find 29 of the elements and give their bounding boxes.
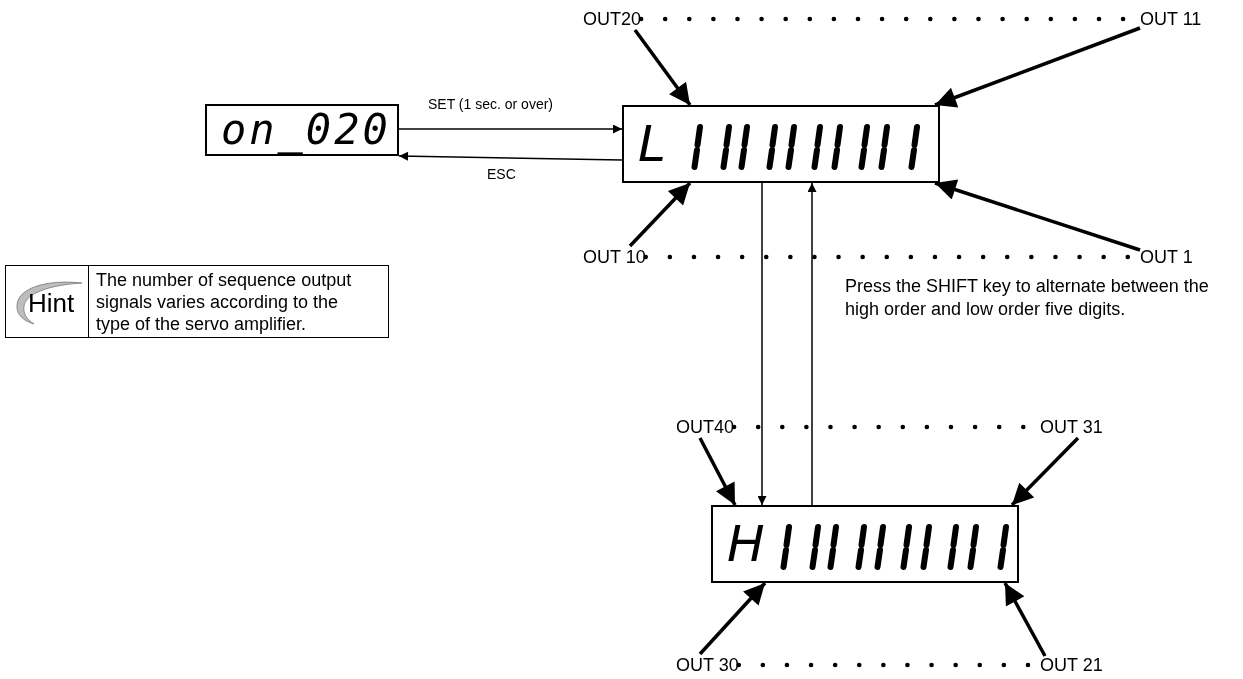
signal-label: OUT 1 — [1140, 246, 1193, 268]
leader-arrow — [698, 437, 737, 506]
signal-label: OUT20 — [583, 8, 642, 30]
signal-label: OUT 30 — [676, 654, 739, 676]
leader-arrow — [1003, 582, 1047, 657]
hint-text: The number of sequence output signals varies according to the type of the servo amplifier. — [96, 269, 353, 335]
note-text: Press the SHIFT key to alternate between the high order and low order five digits. — [845, 275, 1210, 321]
signal-label: OUT 31 — [1040, 416, 1103, 438]
leader-arrow — [934, 179, 1141, 252]
edge-label: SET (1 sec. or over) — [428, 96, 553, 113]
leader-arrow — [633, 28, 692, 107]
display-text: L — [638, 117, 666, 171]
arrow — [807, 182, 817, 506]
signal-label: OUT 10 — [583, 246, 646, 268]
hint-heading: Hint — [28, 288, 75, 318]
arrow — [757, 182, 767, 506]
leader-arrow — [1010, 436, 1080, 507]
signal-label: OUT 21 — [1040, 654, 1103, 676]
leader-arrow — [934, 26, 1141, 108]
display-text: H — [727, 517, 765, 571]
signal-label: OUT40 — [676, 416, 735, 438]
display-text: on_020 — [221, 107, 391, 153]
arrow — [398, 124, 623, 134]
display-panel — [205, 104, 399, 156]
leader-arrow — [628, 181, 692, 248]
signal-label: OUT 11 — [1140, 8, 1202, 30]
arrow — [398, 151, 623, 161]
leader-arrow — [698, 581, 767, 656]
hint-box — [5, 265, 389, 338]
